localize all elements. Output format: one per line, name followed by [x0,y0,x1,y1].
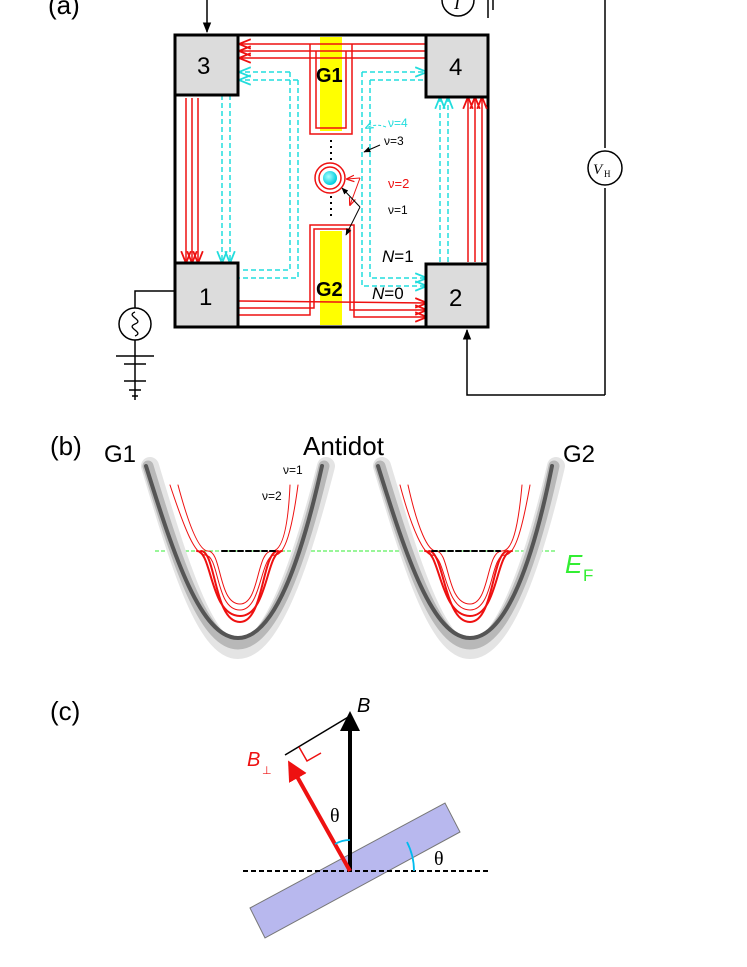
contact-3: 3 [173,33,240,97]
nu2-label: ν=2 [388,176,409,191]
fermi-level-label: E [565,549,583,579]
panel-a: (a) I V [48,0,623,400]
contact-3-label: 3 [197,53,210,80]
ammeter-icon: I [441,0,475,17]
theta-upper-label: θ [330,805,340,827]
edge-channels-red [186,44,482,317]
projection-line [284,715,351,756]
hall-voltmeter-icon: V H [587,150,623,186]
contact-1-label: 1 [199,284,212,311]
angle-arc-upper [334,839,351,845]
b-label: B [357,695,370,717]
contact-2-label: 2 [449,285,462,312]
b-perp-vector [288,760,352,872]
contact-4: 4 [424,33,490,99]
panel-b-nu2-label: ν=2 [262,489,282,503]
edge-channels-cyan [222,72,448,286]
gate-g2 [320,231,342,325]
panel-b-right-gate: G2 [563,441,595,468]
nu1-label: ν=1 [388,203,408,217]
gate-g2-label: G2 [316,279,343,301]
n1-label: N=1 [382,247,414,266]
gate-g1 [320,37,342,131]
b-perp-subscript: ⊥ [262,765,272,777]
contact-2: 2 [424,262,490,329]
angle-arc-lower [406,841,415,872]
wiring [116,0,606,400]
panel-a-label: (a) [48,0,80,20]
b-perp-label: B [247,749,260,771]
nu3-label: ν=3 [384,134,404,148]
panel-b: (b) G1 G2 Antidot E F [50,431,595,660]
fermi-level-subscript: F [583,566,593,585]
voltmeter-subscript: H [604,169,611,179]
panel-c-label: (c) [50,696,80,726]
panel-b-title: Antidot [303,431,385,461]
antidot-dot [323,171,337,185]
gate-g1-label: G1 [316,65,343,87]
panel-c: (c) B B ⊥ θ θ [50,695,491,939]
panel-b-label: (b) [50,431,82,461]
nu4-label: ν=4 [388,116,408,130]
n0-label: N=0 [372,284,404,303]
panel-b-nu1-label: ν=1 [283,463,303,477]
ammeter-label: I [453,0,461,13]
contact-1: 1 [173,261,240,329]
potential-well-right [373,457,565,660]
contact-4-label: 4 [449,54,462,81]
nu-pointers [341,125,387,236]
panel-b-left-gate: G1 [104,441,136,468]
voltmeter-label: V [593,162,604,178]
theta-lower-label: θ [434,848,444,870]
right-angle-mark [298,746,322,763]
ac-source-icon [118,307,152,341]
potential-well-left [141,457,335,660]
